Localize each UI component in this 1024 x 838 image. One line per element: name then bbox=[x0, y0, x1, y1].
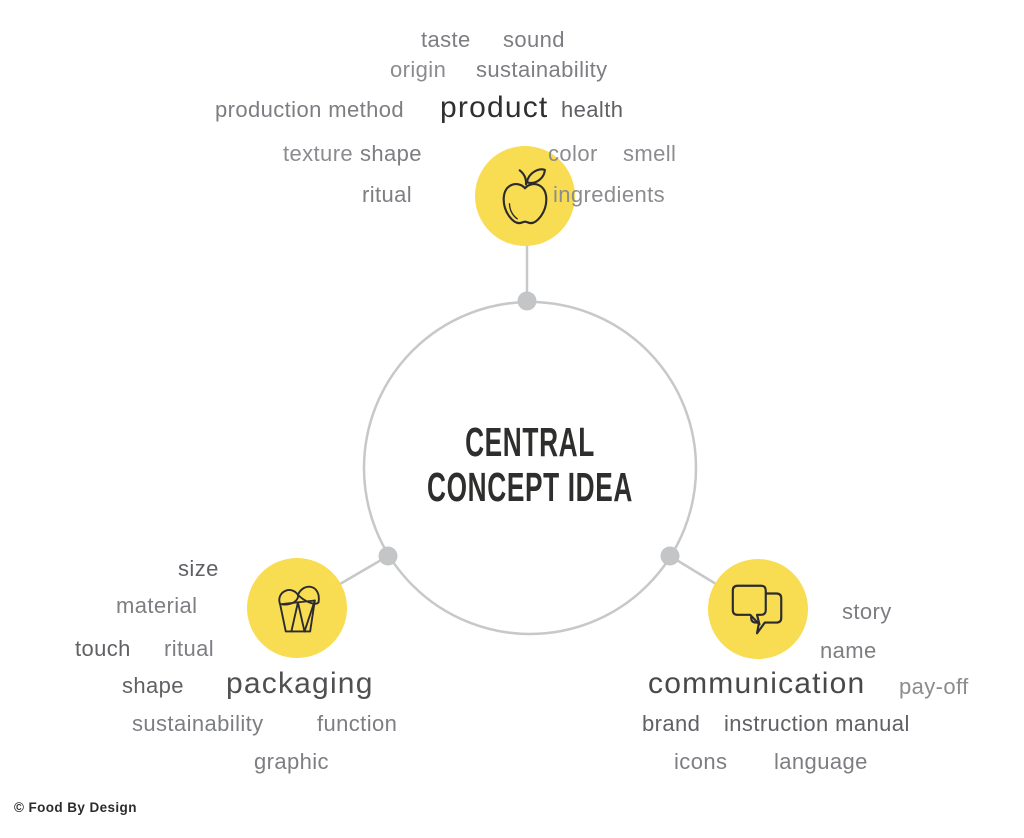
word-origin: origin bbox=[390, 57, 447, 82]
communication-label: communication bbox=[648, 667, 866, 700]
word-language: language bbox=[774, 749, 868, 774]
word-smell: smell bbox=[623, 141, 677, 166]
word-material: material bbox=[116, 593, 198, 618]
word-production-method: production method bbox=[215, 97, 405, 122]
word-size: size bbox=[178, 556, 219, 581]
word-sustainability-packaging: sustainability bbox=[132, 711, 264, 736]
word-story: story bbox=[842, 599, 892, 624]
central-title-line2: CONCEPT IDEA bbox=[427, 464, 633, 510]
word-health: health bbox=[561, 97, 624, 122]
word-instruction-manual: instruction manual bbox=[724, 711, 910, 736]
word-name: name bbox=[820, 638, 877, 663]
node-dot-right bbox=[660, 546, 680, 566]
central-title-line1: CENTRAL bbox=[465, 419, 595, 465]
packaging-node bbox=[247, 558, 347, 658]
packaging-label: packaging bbox=[226, 667, 374, 700]
word-pay-off: pay-off bbox=[899, 674, 969, 699]
central-concept-title: CENTRAL CONCEPT IDEA bbox=[408, 420, 651, 510]
word-color: color bbox=[548, 141, 598, 166]
node-dot-left bbox=[378, 546, 398, 566]
word-graphic: graphic bbox=[254, 749, 329, 774]
communication-node bbox=[708, 559, 808, 659]
word-shape-product: shape bbox=[360, 141, 422, 166]
node-dot-top bbox=[517, 291, 537, 311]
word-brand: brand bbox=[642, 711, 701, 736]
word-ritual-packaging: ritual bbox=[164, 636, 215, 661]
credit-text: © Food By Design bbox=[14, 800, 137, 815]
takeout-box-icon bbox=[278, 585, 320, 633]
apple-icon bbox=[502, 168, 548, 225]
word-ingredients: ingredients bbox=[553, 182, 666, 207]
word-sustainability-product: sustainability bbox=[476, 57, 608, 82]
product-label: product bbox=[440, 91, 549, 124]
word-ritual-product: ritual bbox=[362, 182, 413, 207]
word-taste: taste bbox=[421, 27, 471, 52]
word-shape-packaging: shape bbox=[122, 673, 184, 698]
word-sound: sound bbox=[503, 27, 565, 52]
product-node bbox=[475, 146, 575, 246]
word-icons: icons bbox=[674, 749, 728, 774]
word-texture: texture bbox=[283, 141, 354, 166]
word-touch: touch bbox=[75, 636, 131, 661]
speech-bubbles-icon bbox=[731, 584, 783, 635]
word-function: function bbox=[317, 711, 398, 736]
